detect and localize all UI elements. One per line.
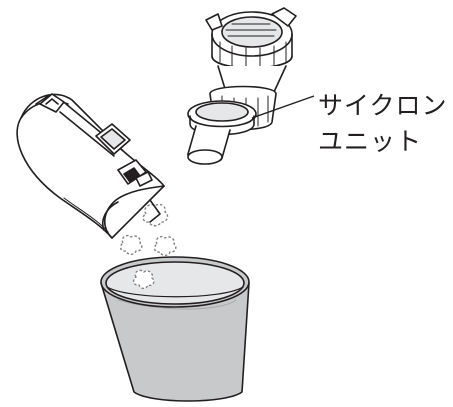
trash-bin-icon [101,257,249,401]
dust-puff-2 [121,236,142,255]
callout-line-1: サイクロン [318,88,450,124]
dust-container-icon [17,94,164,238]
callout-line-2: ユニット [318,124,450,160]
cyclone-unit-callout-label: サイクロン ユニット [318,88,450,160]
dust-puff-3 [155,237,176,256]
cyclone-unit-icon [188,8,296,164]
